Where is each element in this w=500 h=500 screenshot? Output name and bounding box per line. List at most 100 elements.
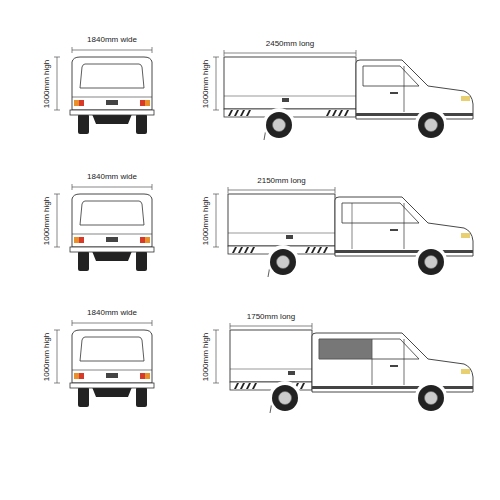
tray bbox=[230, 382, 312, 390]
dimension-line bbox=[216, 57, 217, 110]
dimension-label: 1000mm high bbox=[202, 333, 210, 381]
dimension-tick bbox=[213, 383, 219, 384]
rear-axle bbox=[92, 387, 132, 397]
dimension-label: 1750mm long bbox=[247, 313, 295, 321]
dimension-line bbox=[57, 194, 58, 247]
wheel-arch bbox=[267, 245, 299, 277]
tail-light bbox=[74, 237, 79, 243]
dimension-label: 2150mm long bbox=[257, 177, 305, 185]
side-step bbox=[312, 386, 473, 389]
tail-light bbox=[140, 100, 145, 106]
rear-wheel bbox=[136, 387, 147, 407]
dimension-tick bbox=[72, 47, 73, 53]
cab-body bbox=[356, 60, 473, 119]
tail-light bbox=[79, 237, 84, 243]
tray-stripe bbox=[234, 383, 239, 389]
dimension-line bbox=[216, 194, 217, 247]
dimension-line bbox=[230, 326, 312, 327]
dimension-tick bbox=[72, 184, 73, 190]
head-light bbox=[461, 96, 470, 101]
dimension-line bbox=[224, 53, 356, 54]
wheel-arch bbox=[263, 108, 295, 140]
hub bbox=[425, 392, 438, 405]
tray-stripe bbox=[344, 110, 349, 116]
rear-wheel bbox=[136, 114, 147, 134]
dimension-tick bbox=[213, 330, 219, 331]
rear-window-tint bbox=[319, 339, 372, 359]
badge bbox=[106, 100, 118, 105]
tail-light bbox=[140, 373, 145, 379]
tail-light bbox=[145, 100, 150, 106]
dimension-line bbox=[72, 50, 152, 51]
badge bbox=[286, 235, 293, 239]
rear-wheel bbox=[78, 114, 89, 134]
tray-stripe bbox=[250, 247, 255, 253]
dimension-tick bbox=[213, 194, 219, 195]
canopy-side bbox=[224, 57, 356, 109]
tray-stripe bbox=[300, 383, 305, 389]
canopy-side bbox=[230, 330, 312, 382]
badge bbox=[106, 373, 118, 378]
dimension-tick bbox=[152, 184, 153, 190]
tray-stripe bbox=[246, 110, 251, 116]
wheel bbox=[418, 385, 444, 411]
dimension-label: 1840mm wide bbox=[87, 173, 137, 181]
side-step bbox=[335, 250, 473, 253]
door-handle bbox=[390, 229, 398, 231]
rear-wheel bbox=[78, 387, 89, 407]
rear-window bbox=[80, 201, 144, 225]
tray-stripe bbox=[246, 383, 251, 389]
head-light bbox=[461, 369, 470, 374]
rear-axle bbox=[92, 251, 132, 261]
dimension-label: 1000mm high bbox=[202, 60, 210, 108]
dimension-line bbox=[228, 190, 335, 191]
canopy-rear bbox=[72, 194, 152, 247]
canopy-rear bbox=[72, 57, 152, 110]
tail-light bbox=[145, 373, 150, 379]
tail-light bbox=[140, 237, 145, 243]
tray-stripe bbox=[244, 247, 249, 253]
dimension-label: 1000mm high bbox=[43, 197, 51, 245]
badge bbox=[106, 237, 118, 242]
dimension-line bbox=[57, 57, 58, 110]
badge bbox=[282, 98, 289, 102]
wheel bbox=[418, 249, 444, 275]
dimension-tick bbox=[213, 57, 219, 58]
dimension-tick bbox=[54, 247, 60, 248]
canopy-side bbox=[228, 194, 335, 246]
head-light bbox=[461, 233, 470, 238]
tail-light bbox=[74, 100, 79, 106]
tray-stripe bbox=[232, 247, 237, 253]
hub bbox=[277, 256, 290, 269]
rear-window bbox=[80, 337, 144, 361]
dimension-tick bbox=[213, 110, 219, 111]
side-window bbox=[342, 203, 419, 223]
dimension-tick bbox=[54, 57, 60, 58]
tailgate-line bbox=[72, 370, 152, 371]
dimension-tick bbox=[224, 50, 225, 56]
canopy-rear bbox=[72, 330, 152, 383]
canopy-line bbox=[230, 369, 312, 370]
dimension-line bbox=[72, 323, 152, 324]
door-line bbox=[352, 203, 353, 249]
dimension-tick bbox=[230, 323, 231, 329]
dimension-label: 1000mm high bbox=[202, 197, 210, 245]
dimension-label: 1000mm high bbox=[43, 60, 51, 108]
tray-stripe bbox=[252, 383, 257, 389]
rear-bumper bbox=[70, 247, 154, 252]
rear-axle bbox=[92, 114, 132, 124]
hub bbox=[425, 256, 438, 269]
tail-light bbox=[79, 100, 84, 106]
rear-wheel bbox=[78, 251, 89, 271]
dimension-line bbox=[72, 187, 152, 188]
tailgate-line bbox=[72, 234, 152, 235]
side-step bbox=[356, 113, 473, 116]
dimension-tick bbox=[356, 50, 357, 56]
tray-stripe bbox=[338, 110, 343, 116]
dimension-tick bbox=[213, 247, 219, 248]
wheel-arch bbox=[269, 381, 301, 413]
tail-light bbox=[79, 373, 84, 379]
dimension-tick bbox=[228, 187, 229, 193]
